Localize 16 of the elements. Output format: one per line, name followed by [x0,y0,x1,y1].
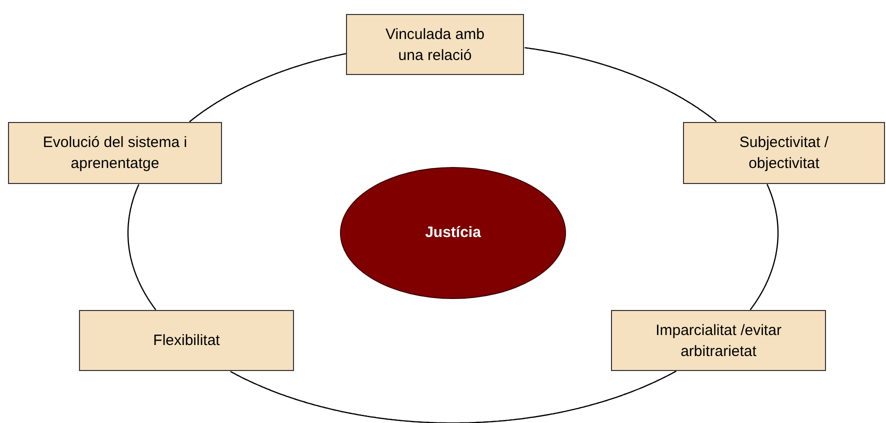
cycle-arc [127,184,156,310]
concept-box [8,122,222,184]
cycle-arc [750,184,779,310]
cycle-arc [524,47,717,122]
concept-box [346,14,524,75]
node-label: Flexibilitat [153,331,220,351]
concept-box [611,310,826,371]
cycle-arc [189,53,346,122]
node-label: Justícia [425,222,481,243]
node-label: Evolució del sistema i aprenentatge [42,133,188,174]
cycle-arc [230,370,677,423]
concept-box [79,310,294,371]
concept-box [683,122,885,184]
node-label: Subjectivitat / objectivitat [738,133,830,174]
node-label: Imparcialitat /evitar arbitrarietat [654,320,782,362]
node-label: Vinculada amb una relació [384,24,486,66]
